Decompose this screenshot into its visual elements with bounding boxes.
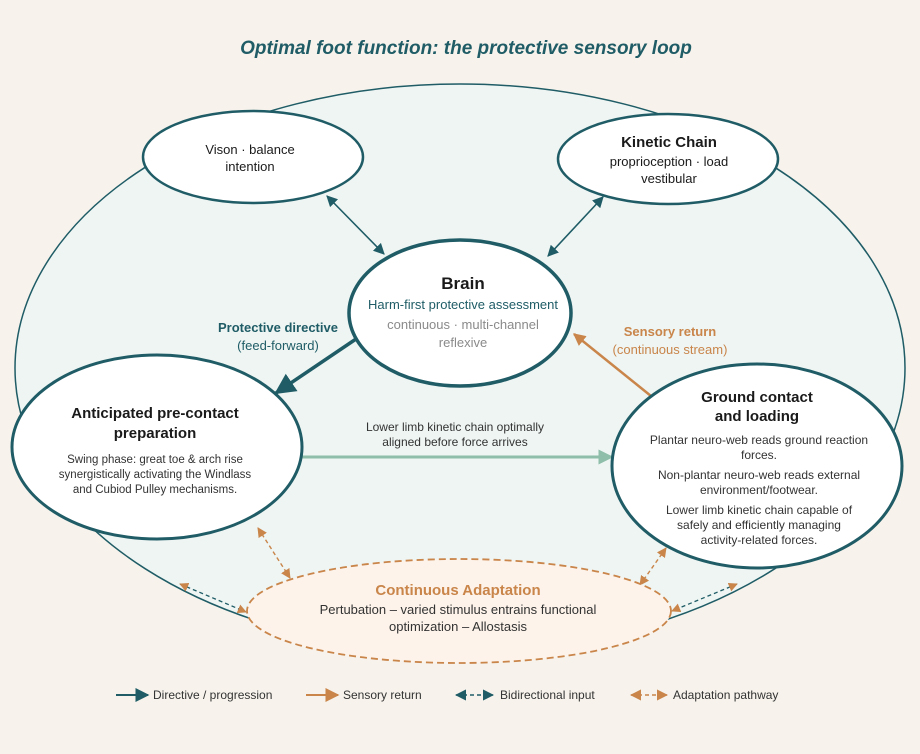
legend-item-adaptation: Adaptation pathway — [629, 688, 778, 702]
anticipated-body-2: synergistically activating the Windlass — [59, 469, 252, 481]
ground-contact-node: Ground contact and loading Plantar neuro… — [610, 362, 904, 570]
kinetic-aligned-label-1: Lower limb kinetic chain optimally — [366, 420, 544, 434]
anticipated-node: Anticipated pre-contact preparation Swin… — [10, 353, 304, 541]
sensory-return-sublabel: (continuous stream) — [613, 342, 728, 357]
adapt-arrow-left-lower — [179, 583, 247, 613]
kinetic-chain-line1: proprioception · load — [610, 154, 729, 169]
adapt-arrow-right-lower — [671, 582, 738, 613]
kinetic-chain-node: Kinetic Chain proprioception · load vest… — [556, 112, 780, 206]
vision-node: Vison · balance intention — [141, 109, 365, 205]
ground-title-2: and loading — [715, 408, 799, 425]
ground-body-4: environment/footwear. — [700, 483, 818, 497]
sensory-return-arrow — [573, 333, 652, 397]
anticipated-body-3: and Cubiod Pulley mechanisms. — [73, 484, 237, 496]
vision-line1: Vison · balance — [205, 142, 294, 157]
ground-body-7: activity-related forces. — [701, 533, 818, 547]
ground-title-1: Ground contact — [701, 389, 813, 406]
brain-node: Brain Harm-first protective assessment c… — [347, 238, 573, 388]
brain-line2: reflexive — [439, 335, 487, 350]
legend-item-bidirectional: Bidirectional input — [454, 688, 595, 702]
anticipated-title-1: Anticipated pre-contact — [71, 405, 239, 422]
adapt-arrow-right-upper — [639, 547, 667, 586]
brain-line1: continuous · multi-channel — [387, 317, 539, 332]
sensory-return-label: Sensory return — [624, 324, 717, 339]
adaptation-line2: optimization – Allostasis — [389, 619, 528, 634]
adaptation-node: Continuous Adaptation Pertubation – vari… — [246, 558, 672, 664]
ground-body-2: forces. — [741, 448, 777, 462]
directive-sublabel: (feed-forward) — [237, 338, 319, 353]
kinetic-brain-arrow — [547, 196, 604, 257]
legend-item-sensory: Sensory return — [306, 688, 422, 702]
ground-body-5: Lower limb kinetic chain capable of — [666, 503, 853, 517]
legend-bidirectional-label: Bidirectional input — [500, 688, 595, 702]
legend-adaptation-label: Adaptation pathway — [673, 688, 778, 702]
adaptation-title: Continuous Adaptation — [375, 582, 540, 599]
ground-body-1: Plantar neuro-web reads ground reaction — [650, 433, 868, 447]
anticipated-title-2: preparation — [114, 425, 197, 442]
vision-line2: intention — [225, 159, 274, 174]
legend-sensory-label: Sensory return — [343, 688, 422, 702]
legend: Directive / progression Sensory return B… — [116, 688, 778, 702]
kinetic-chain-line2: vestibular — [641, 171, 697, 186]
diagram-title: Optimal foot function: the protective se… — [240, 38, 692, 59]
kinetic-aligned-label-2: aligned before force arrives — [382, 435, 527, 449]
adaptation-line1: Pertubation – varied stimulus entrains f… — [320, 602, 597, 617]
brain-title: Brain — [441, 274, 484, 293]
ground-body-3: Non-plantar neuro-web reads external — [658, 468, 860, 482]
kinetic-chain-title: Kinetic Chain — [621, 134, 717, 151]
directive-label: Protective directive — [218, 320, 338, 335]
vision-brain-arrow — [326, 195, 385, 255]
legend-directive-label: Directive / progression — [153, 688, 272, 702]
anticipated-body-1: Swing phase: great toe & arch rise — [67, 454, 243, 466]
adapt-arrow-left-upper — [257, 527, 291, 579]
directive-arrow — [274, 337, 357, 395]
legend-item-directive: Directive / progression — [116, 688, 272, 702]
ground-body-6: safely and efficiently managing — [677, 518, 841, 532]
brain-subtitle: Harm-first protective assessment — [368, 297, 558, 312]
